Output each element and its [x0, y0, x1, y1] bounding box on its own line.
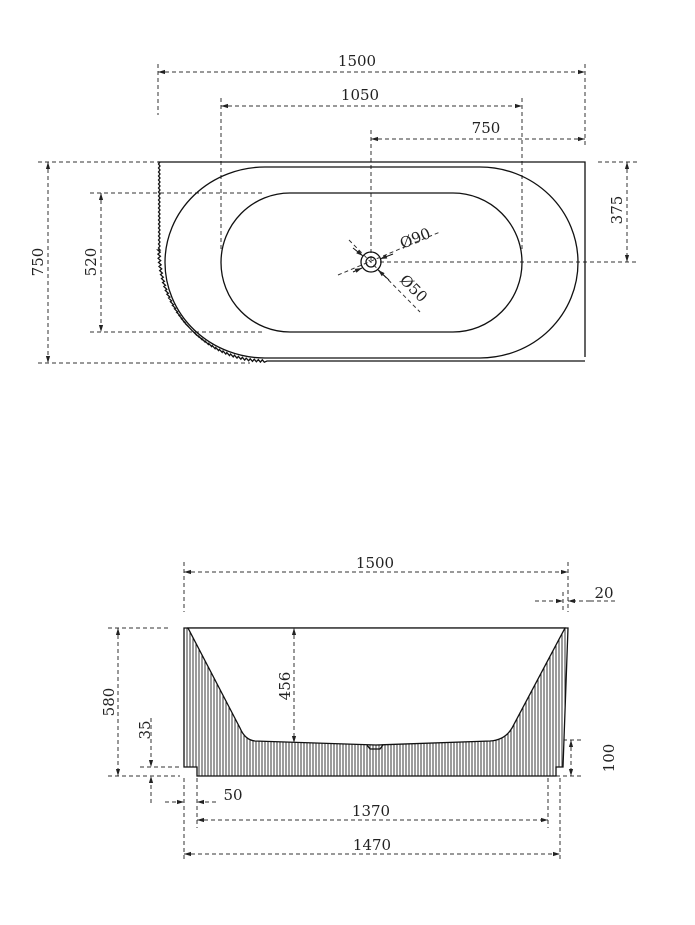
label-580: 580	[100, 688, 118, 717]
label-side-1500: 1500	[356, 554, 394, 572]
label-top-750: 750	[472, 119, 501, 137]
inner-basin	[220, 192, 523, 333]
wavy-wall-edge	[156, 161, 585, 364]
deck-outline	[158, 161, 586, 357]
label-35: 35	[136, 720, 154, 739]
label-100: 100	[600, 744, 618, 773]
label-1370: 1370	[352, 802, 390, 820]
label-drain-90: Ø90	[397, 224, 433, 252]
top-view: 1500 1050 750 750 520 375 Ø90 Ø50	[29, 52, 637, 364]
label-top-1050: 1050	[341, 86, 379, 104]
label-drain-50: Ø50	[396, 271, 431, 306]
outer-rim	[164, 166, 579, 359]
side-view: 1500 20 580 456 35 100 50 1370 1470	[100, 554, 618, 862]
label-375: 375	[608, 196, 626, 225]
label-top-1500: 1500	[338, 52, 376, 70]
label-456: 456	[276, 672, 294, 701]
drain-inner-ring	[365, 256, 377, 268]
label-1470: 1470	[353, 836, 391, 854]
tub-interior	[186, 627, 567, 746]
label-width-520: 520	[82, 248, 100, 277]
top-extension-lines	[38, 64, 637, 364]
drain-outer-ring	[360, 251, 382, 273]
label-50: 50	[223, 786, 242, 804]
label-width-750: 750	[29, 248, 47, 277]
drain-outlet	[366, 744, 384, 750]
label-20: 20	[594, 584, 613, 602]
